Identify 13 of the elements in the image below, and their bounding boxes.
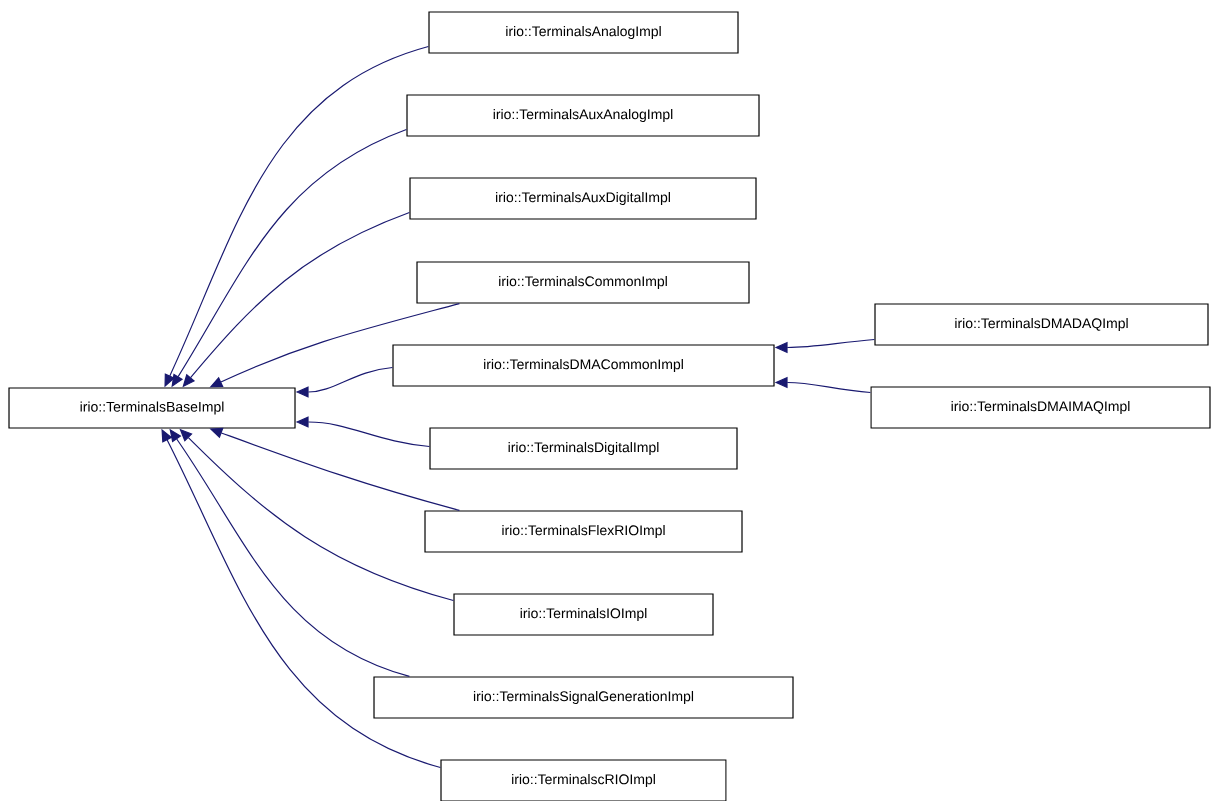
- class-box: irio::TerminalsCommonImpl: [416, 261, 750, 304]
- class-box: irio::TerminalsDMADAQImpl: [874, 303, 1209, 346]
- class-box: irio::TerminalsFlexRIOImpl: [424, 510, 743, 553]
- class-box: irio::TerminalsAnalogImpl: [428, 11, 739, 54]
- class-box: irio::TerminalsDMAIMAQImpl: [870, 386, 1211, 429]
- class-box: irio::TerminalsAuxAnalogImpl: [406, 94, 760, 137]
- class-box: irio::TerminalsDigitalImpl: [429, 427, 738, 470]
- class-box: irio::TerminalsIOImpl: [453, 593, 714, 636]
- class-box: irio::TerminalsBaseImpl: [8, 387, 296, 429]
- class-box: irio::TerminalsDMACommonImpl: [392, 344, 775, 387]
- class-box: irio::TerminalsAuxDigitalImpl: [409, 177, 757, 220]
- class-box: irio::TerminalscRIOImpl: [440, 759, 727, 801]
- class-box: irio::TerminalsSignalGenerationImpl: [373, 676, 794, 719]
